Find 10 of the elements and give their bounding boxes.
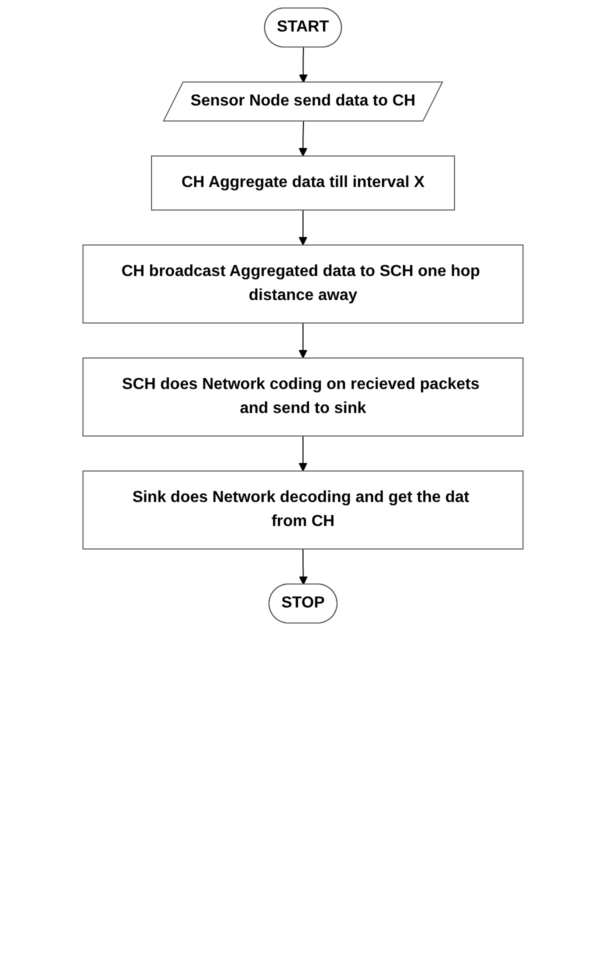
node-box: SCH does Network coding on recieved packets and send to sink xyxy=(82,358,523,436)
arrow xyxy=(298,47,308,83)
arrow xyxy=(298,121,307,156)
node-box: CH Aggregate data till interval X xyxy=(150,156,454,210)
arrow xyxy=(298,548,308,585)
arrow xyxy=(298,210,307,246)
arrow xyxy=(298,322,307,358)
arrow xyxy=(298,436,307,472)
node-box: Sink does Network decoding and get the dat from CH xyxy=(82,470,523,550)
node-box: CH broadcast Aggregated data to SCH one hop distance away xyxy=(82,244,523,324)
